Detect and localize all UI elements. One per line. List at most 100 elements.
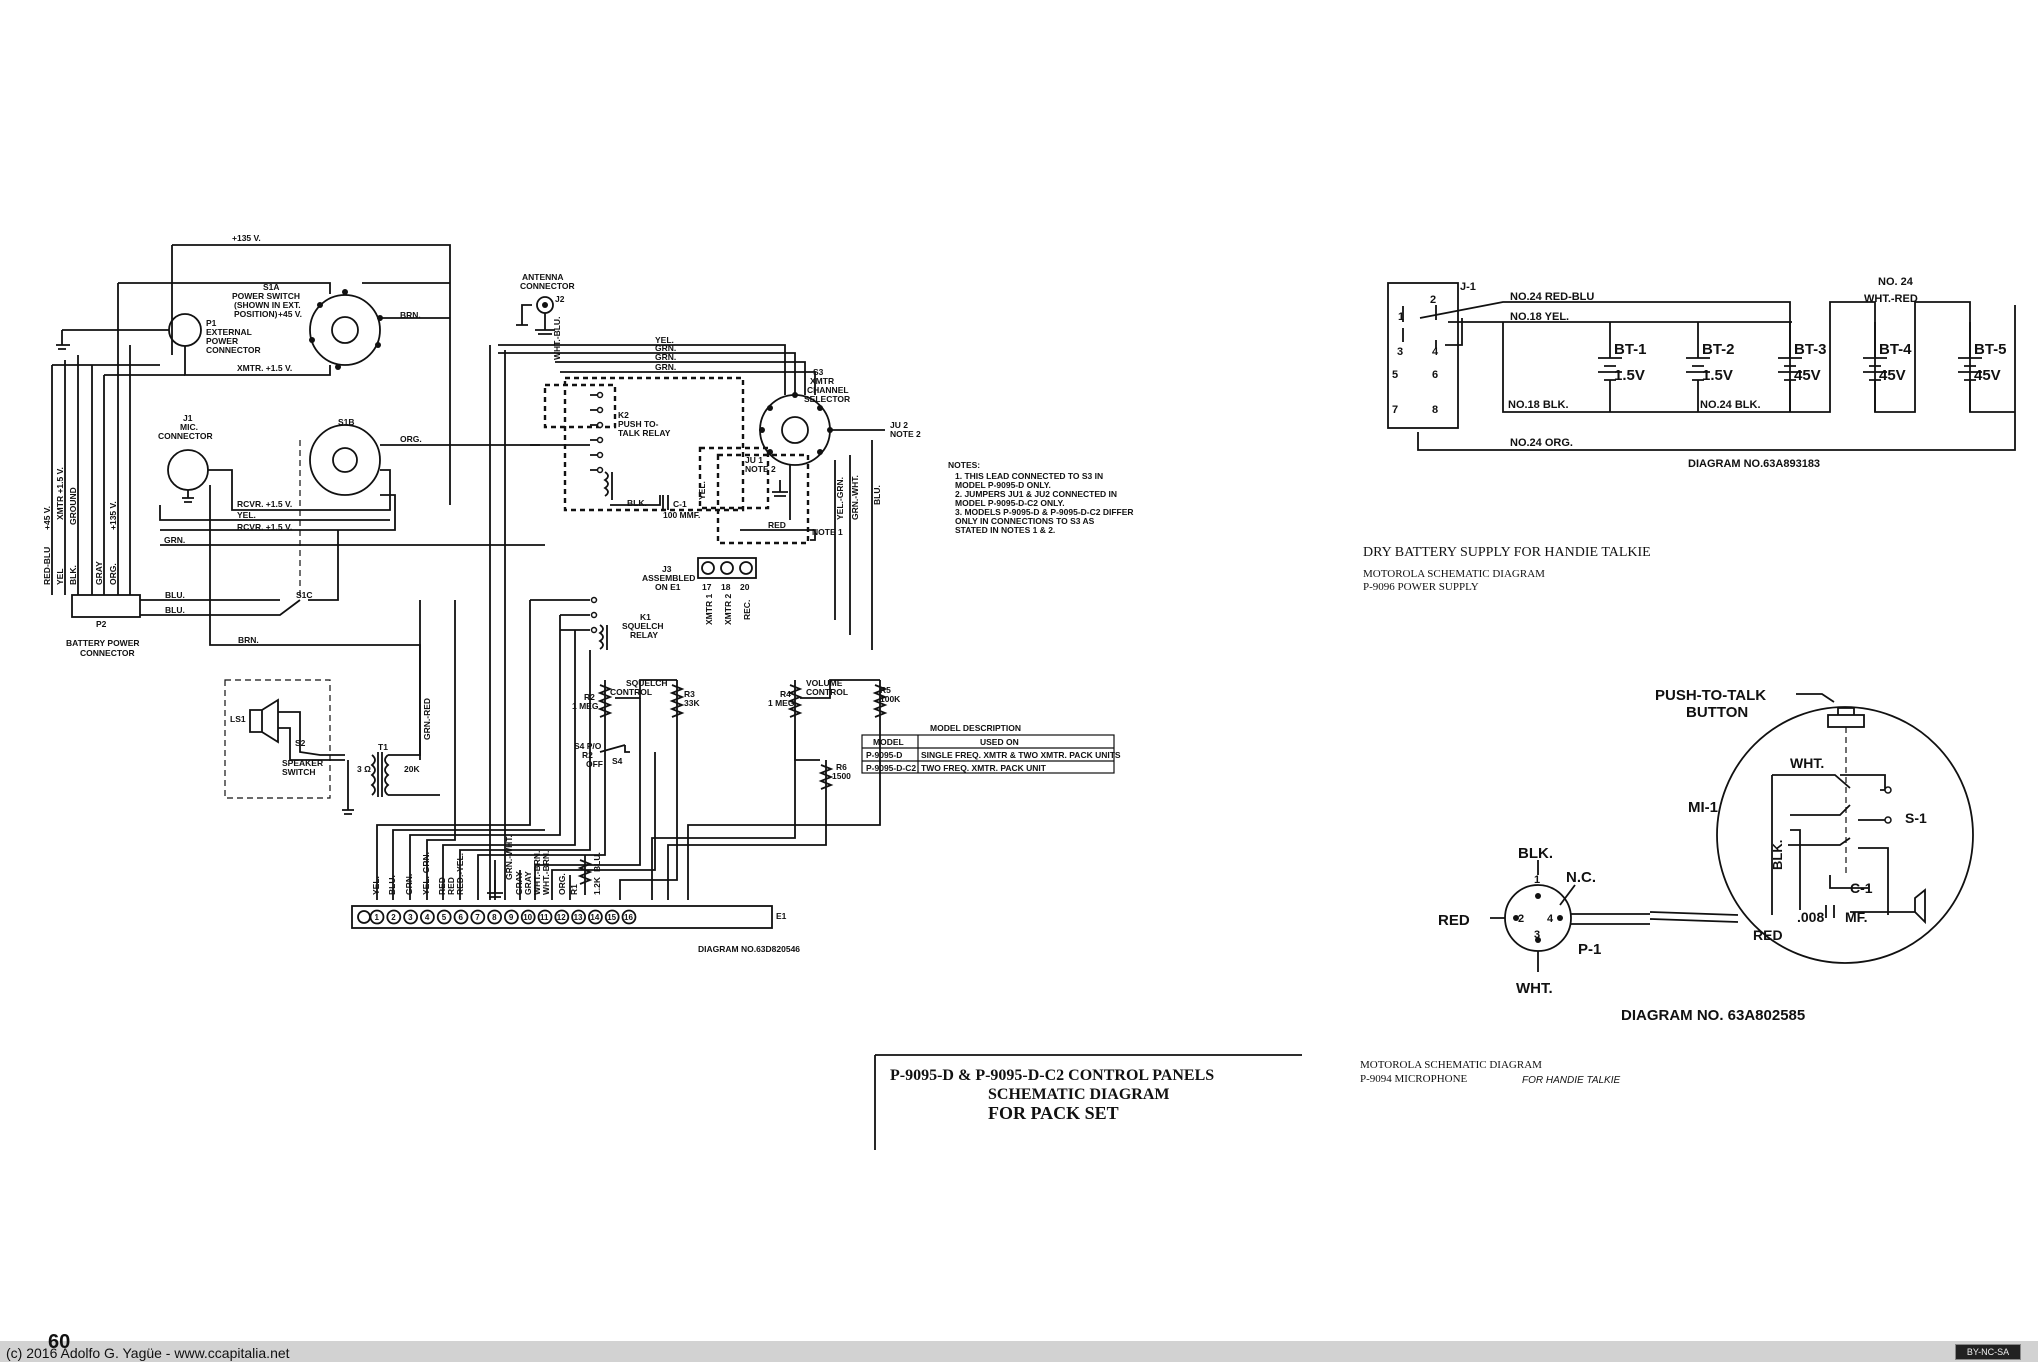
label-speaker-switch: SWITCH	[282, 767, 316, 777]
battery-title: DRY BATTERY SUPPLY FOR HANDIE TALKIE	[1363, 545, 1651, 560]
terminal-label: 16	[624, 913, 633, 922]
label-vert-redblu: RED-BLU	[42, 547, 52, 585]
label-s1a: S1A	[263, 282, 280, 292]
battery-name: BT-5	[1974, 341, 2007, 358]
label-volume-control: CONTROL	[806, 687, 848, 697]
label-blu2: BLU.	[165, 605, 185, 615]
label-s2: S2	[295, 738, 306, 748]
label-3ohm: 3 Ω	[357, 764, 371, 774]
label-ls1: LS1	[230, 714, 246, 724]
label-r3: R3	[684, 689, 695, 699]
battery-name: BT-1	[1614, 341, 1647, 358]
control-panel-subtitle: SCHEMATIC DIAGRAM	[988, 1086, 1169, 1103]
label-grn: GRN.	[164, 535, 185, 545]
label-rcvr1: RCVR. +1.5 V.	[237, 499, 292, 509]
note-line: STATED IN NOTES 1 & 2.	[955, 525, 1055, 535]
label-s4: S4	[612, 756, 623, 766]
label-antenna-conn: CONNECTOR	[520, 281, 575, 291]
control-panel-title: P-9095-D & P-9095-D-C2 CONTROL PANELS	[890, 1067, 1214, 1084]
p1-connector	[168, 313, 202, 347]
note-line: MODEL P-9095-D ONLY.	[955, 480, 1051, 490]
plug-p1: P-1	[1578, 941, 1601, 958]
label-antenna: ANTENNA	[522, 272, 564, 282]
label-volume: VOLUME	[806, 678, 843, 688]
label-vert-45: +45 V.	[42, 506, 52, 530]
label-k1: K1	[640, 612, 651, 622]
label-term-yel: YEL.	[371, 876, 381, 895]
mic-caption1: MOTOROLA SCHEMATIC DIAGRAM	[1360, 1059, 1542, 1071]
label-c1-value: 100 MMF.	[663, 510, 700, 520]
terminal	[419, 909, 435, 925]
label-squelch-control: CONTROL	[610, 687, 652, 697]
note-line: 2. JUMPERS JU1 & JU2 CONNECTED IN	[955, 489, 1117, 499]
label-r4-value: 1 MEG	[768, 698, 795, 708]
battery-voltage: 1.5V	[1702, 367, 1733, 384]
label-s3-channel: CHANNEL	[807, 385, 849, 395]
label-s1c: S1C	[296, 590, 313, 600]
label-j3-assembled: ASSEMBLED	[642, 573, 695, 583]
label-yel3: YEL.	[697, 481, 707, 500]
label-r1: R1	[569, 884, 579, 895]
t1-transformer	[370, 752, 390, 797]
label-ju2: JU 2	[890, 420, 908, 430]
label-term-redyel: RED.-YEL.	[455, 853, 465, 895]
battery-voltage: 45V	[1974, 367, 2001, 384]
mic-blk-label: BLK.	[1770, 840, 1785, 870]
terminal-label: 12	[557, 913, 566, 922]
model-table-cell: TWO FREQ. XMTR. PACK UNIT	[921, 763, 1047, 773]
terminal	[470, 909, 486, 925]
license-badge[interactable]: BY-NC-SA	[1955, 1344, 2021, 1360]
model-table-header: USED ON	[980, 737, 1019, 747]
mic-wht-label: WHT.	[1790, 755, 1824, 771]
label-s1a-pos: (SHOWN IN EXT.	[234, 300, 301, 310]
k2-coil	[603, 471, 613, 500]
label-j3-on-e1: ON E1	[655, 582, 681, 592]
k1-coil	[598, 624, 608, 650]
note-line: 1. THIS LEAD CONNECTED TO S3 IN	[955, 471, 1103, 481]
push-to-talk-button[interactable]	[1827, 714, 1865, 728]
label-r2-off: R2	[582, 750, 593, 760]
terminal	[369, 909, 385, 925]
label-p2-conn: CONNECTOR	[80, 648, 135, 658]
label-r2-value: 1 MEG	[572, 701, 599, 711]
terminal	[436, 909, 452, 925]
label-term-gray2: GRAY	[523, 871, 533, 895]
label-blk2: BLK.	[627, 498, 647, 508]
label-p1-ext: EXTERNAL	[206, 327, 252, 337]
label-r5-value: 100K	[880, 694, 901, 704]
battery-pin8: 8	[1432, 404, 1438, 416]
r6-resistor	[818, 760, 834, 800]
label-note1: NOTE 1	[812, 527, 843, 537]
label-t1: T1	[378, 742, 388, 752]
terminal-label: 13	[574, 913, 583, 922]
ls1-speaker	[249, 698, 279, 744]
label-s1a-desc: POWER SWITCH	[232, 291, 300, 301]
terminal	[604, 909, 620, 925]
terminal-label: 4	[425, 913, 430, 922]
label-j3-pin18: 18	[721, 582, 731, 592]
notes-title: NOTES:	[948, 460, 980, 470]
terminal	[571, 909, 586, 925]
label-20k: 20K	[404, 764, 420, 774]
terminal-label: 3	[408, 913, 413, 922]
terminal	[403, 909, 419, 925]
label-speaker: SPEAKER	[282, 758, 323, 768]
label-j1-conn: CONNECTOR	[158, 431, 213, 441]
label-r4: R4	[780, 689, 791, 699]
label-j2: J2	[555, 294, 565, 304]
label-term-blu: BLU.	[387, 875, 397, 895]
terminal	[520, 909, 536, 925]
label-term-grnwht: GRN.-WHT.	[504, 835, 514, 880]
label-yel: YEL.	[237, 510, 256, 520]
label-term-grn: GRN.	[404, 874, 414, 895]
wire-yel: NO.18 YEL.	[1510, 311, 1569, 323]
mic-mi1-label: MI-1	[1688, 799, 1718, 816]
label-xmtr2: XMTR 2	[723, 594, 733, 625]
label-k1-relay: RELAY	[630, 630, 658, 640]
label-j1-mic: MIC.	[180, 422, 198, 432]
label-e1: E1	[776, 911, 787, 921]
terminal	[621, 909, 637, 925]
control-panel-schematic: +135 V. S1A POWER SWITCH (SHOWN IN EXT. …	[42, 233, 1302, 1150]
battery-pin7: 7	[1392, 404, 1398, 416]
